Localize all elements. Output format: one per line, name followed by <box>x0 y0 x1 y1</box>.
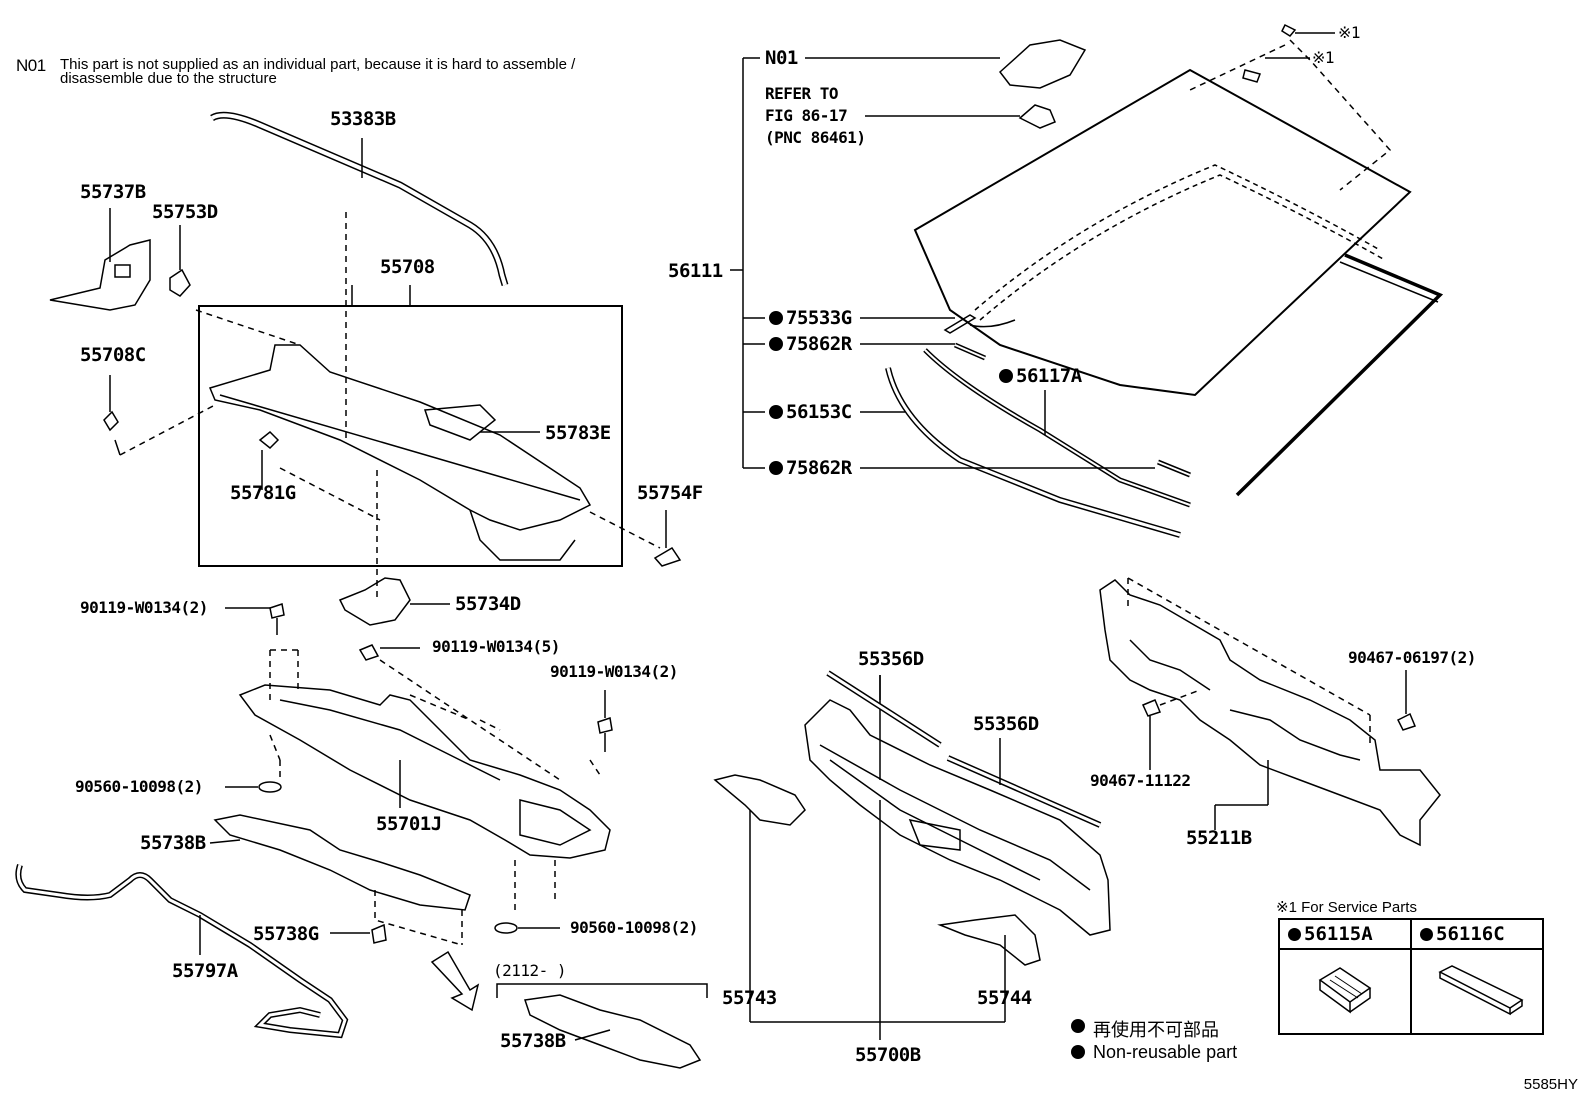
label-55738G[interactable]: 55738G <box>253 923 319 945</box>
label-90560-10098-b[interactable]: 90560-10098(2) <box>570 918 698 937</box>
label-55356D-2[interactable]: 55356D <box>973 713 1039 735</box>
tape-part-icon <box>1438 965 1524 1016</box>
label-90119-W0134-c[interactable]: 90119-W0134(2) <box>550 662 678 681</box>
bracket-55743 <box>713 774 806 826</box>
label-56117A[interactable]: 56117A <box>1016 365 1082 387</box>
label-90467-06197[interactable]: 90467-06197(2) <box>1348 648 1476 667</box>
service-part-2-code: 56116C <box>1436 923 1505 945</box>
label-90119-W0134-a[interactable]: 90119-W0134(2) <box>80 598 208 617</box>
label-N01[interactable]: N01 <box>765 47 798 69</box>
seal-strip-53383B <box>210 111 509 287</box>
note-id: N01 <box>16 56 46 75</box>
wiper-frame-55701J <box>238 684 611 859</box>
label-55738B[interactable]: 55738B <box>140 832 206 854</box>
refer-line1: REFER TO <box>765 84 839 103</box>
note-text-line1: This part is not supplied as an individu… <box>60 56 576 73</box>
label-55737B[interactable]: 55737B <box>80 181 146 203</box>
legend-en: Non-reusable part <box>1093 1042 1238 1062</box>
service-part-cell-1[interactable]: 56115A <box>1280 920 1412 1033</box>
service-part-1-label: 56115A <box>1280 920 1410 950</box>
label-55708C[interactable]: 55708C <box>80 344 146 366</box>
label-55754F[interactable]: 55754F <box>637 482 703 504</box>
label-55211B[interactable]: 55211B <box>1186 827 1252 849</box>
cowl-top-55700B <box>804 699 1111 936</box>
cowl-panel-55708 <box>208 344 592 531</box>
label-55797A[interactable]: 55797A <box>172 960 238 982</box>
label-55700B[interactable]: 55700B <box>855 1044 921 1066</box>
service-parts-title: ※1 For Service Parts <box>1276 899 1417 916</box>
label-90560-10098-a[interactable]: 90560-10098(2) <box>75 777 203 796</box>
insulator-55211B <box>1099 579 1441 847</box>
service-part-2-label: 56116C <box>1412 920 1542 950</box>
label-2112: (2112- ) <box>493 961 567 980</box>
label-55781G[interactable]: 55781G <box>230 482 296 504</box>
label-55356D-1[interactable]: 55356D <box>858 648 924 670</box>
label-55783E[interactable]: 55783E <box>545 422 611 444</box>
refer-line3: (PNC 86461) <box>765 128 866 147</box>
label-75533G[interactable]: 75533G <box>786 307 852 329</box>
bracket-55744 <box>937 914 1041 966</box>
label-56153C[interactable]: 56153C <box>786 401 852 423</box>
non-reusable-dot-icon <box>1420 927 1433 941</box>
bracket-55734D <box>338 577 411 626</box>
label-75862R-2[interactable]: 75862R <box>786 457 852 479</box>
label-55738B-alt[interactable]: 55738B <box>500 1030 566 1052</box>
bracket-55737B <box>49 239 151 311</box>
service-part-1-code: 56115A <box>1304 923 1373 945</box>
legend-jp: 再使用不可部品 <box>1093 1020 1219 1040</box>
label-90467-11122[interactable]: 90467-11122 <box>1090 771 1191 790</box>
label-75862R-1[interactable]: 75862R <box>786 333 852 355</box>
service-parts-box: 56115A 56116C <box>1278 918 1544 1035</box>
label-55753D[interactable]: 55753D <box>152 201 218 223</box>
label-90119-W0134-b[interactable]: 90119-W0134(5) <box>432 637 560 656</box>
refer-line2[interactable]: FIG 86-17 <box>765 106 848 125</box>
label-ref1-a: ※1 <box>1338 23 1361 42</box>
label-55734D[interactable]: 55734D <box>455 593 521 615</box>
label-55744[interactable]: 55744 <box>977 987 1032 1009</box>
clip-part-icon <box>1318 967 1372 1014</box>
non-reusable-dot-icon <box>1288 927 1301 941</box>
diagram-code: 5585HY <box>1523 1076 1578 1093</box>
service-part-cell-2[interactable]: 56116C <box>1412 920 1542 1033</box>
cover-55738B <box>213 814 471 911</box>
label-55708[interactable]: 55708 <box>380 256 435 278</box>
label-55701J[interactable]: 55701J <box>376 813 442 835</box>
label-55743[interactable]: 55743 <box>722 987 777 1009</box>
label-ref1-b: ※1 <box>1312 48 1335 67</box>
label-53383B[interactable]: 53383B <box>330 108 396 130</box>
cover-55738B-alt <box>524 994 702 1069</box>
note-text-line2: disassemble due to the structure <box>60 70 277 87</box>
direction-arrow <box>430 950 480 1012</box>
mirror-base-N01 <box>998 39 1087 89</box>
label-56111[interactable]: 56111 <box>668 260 723 282</box>
windshield-glass <box>913 68 1412 397</box>
